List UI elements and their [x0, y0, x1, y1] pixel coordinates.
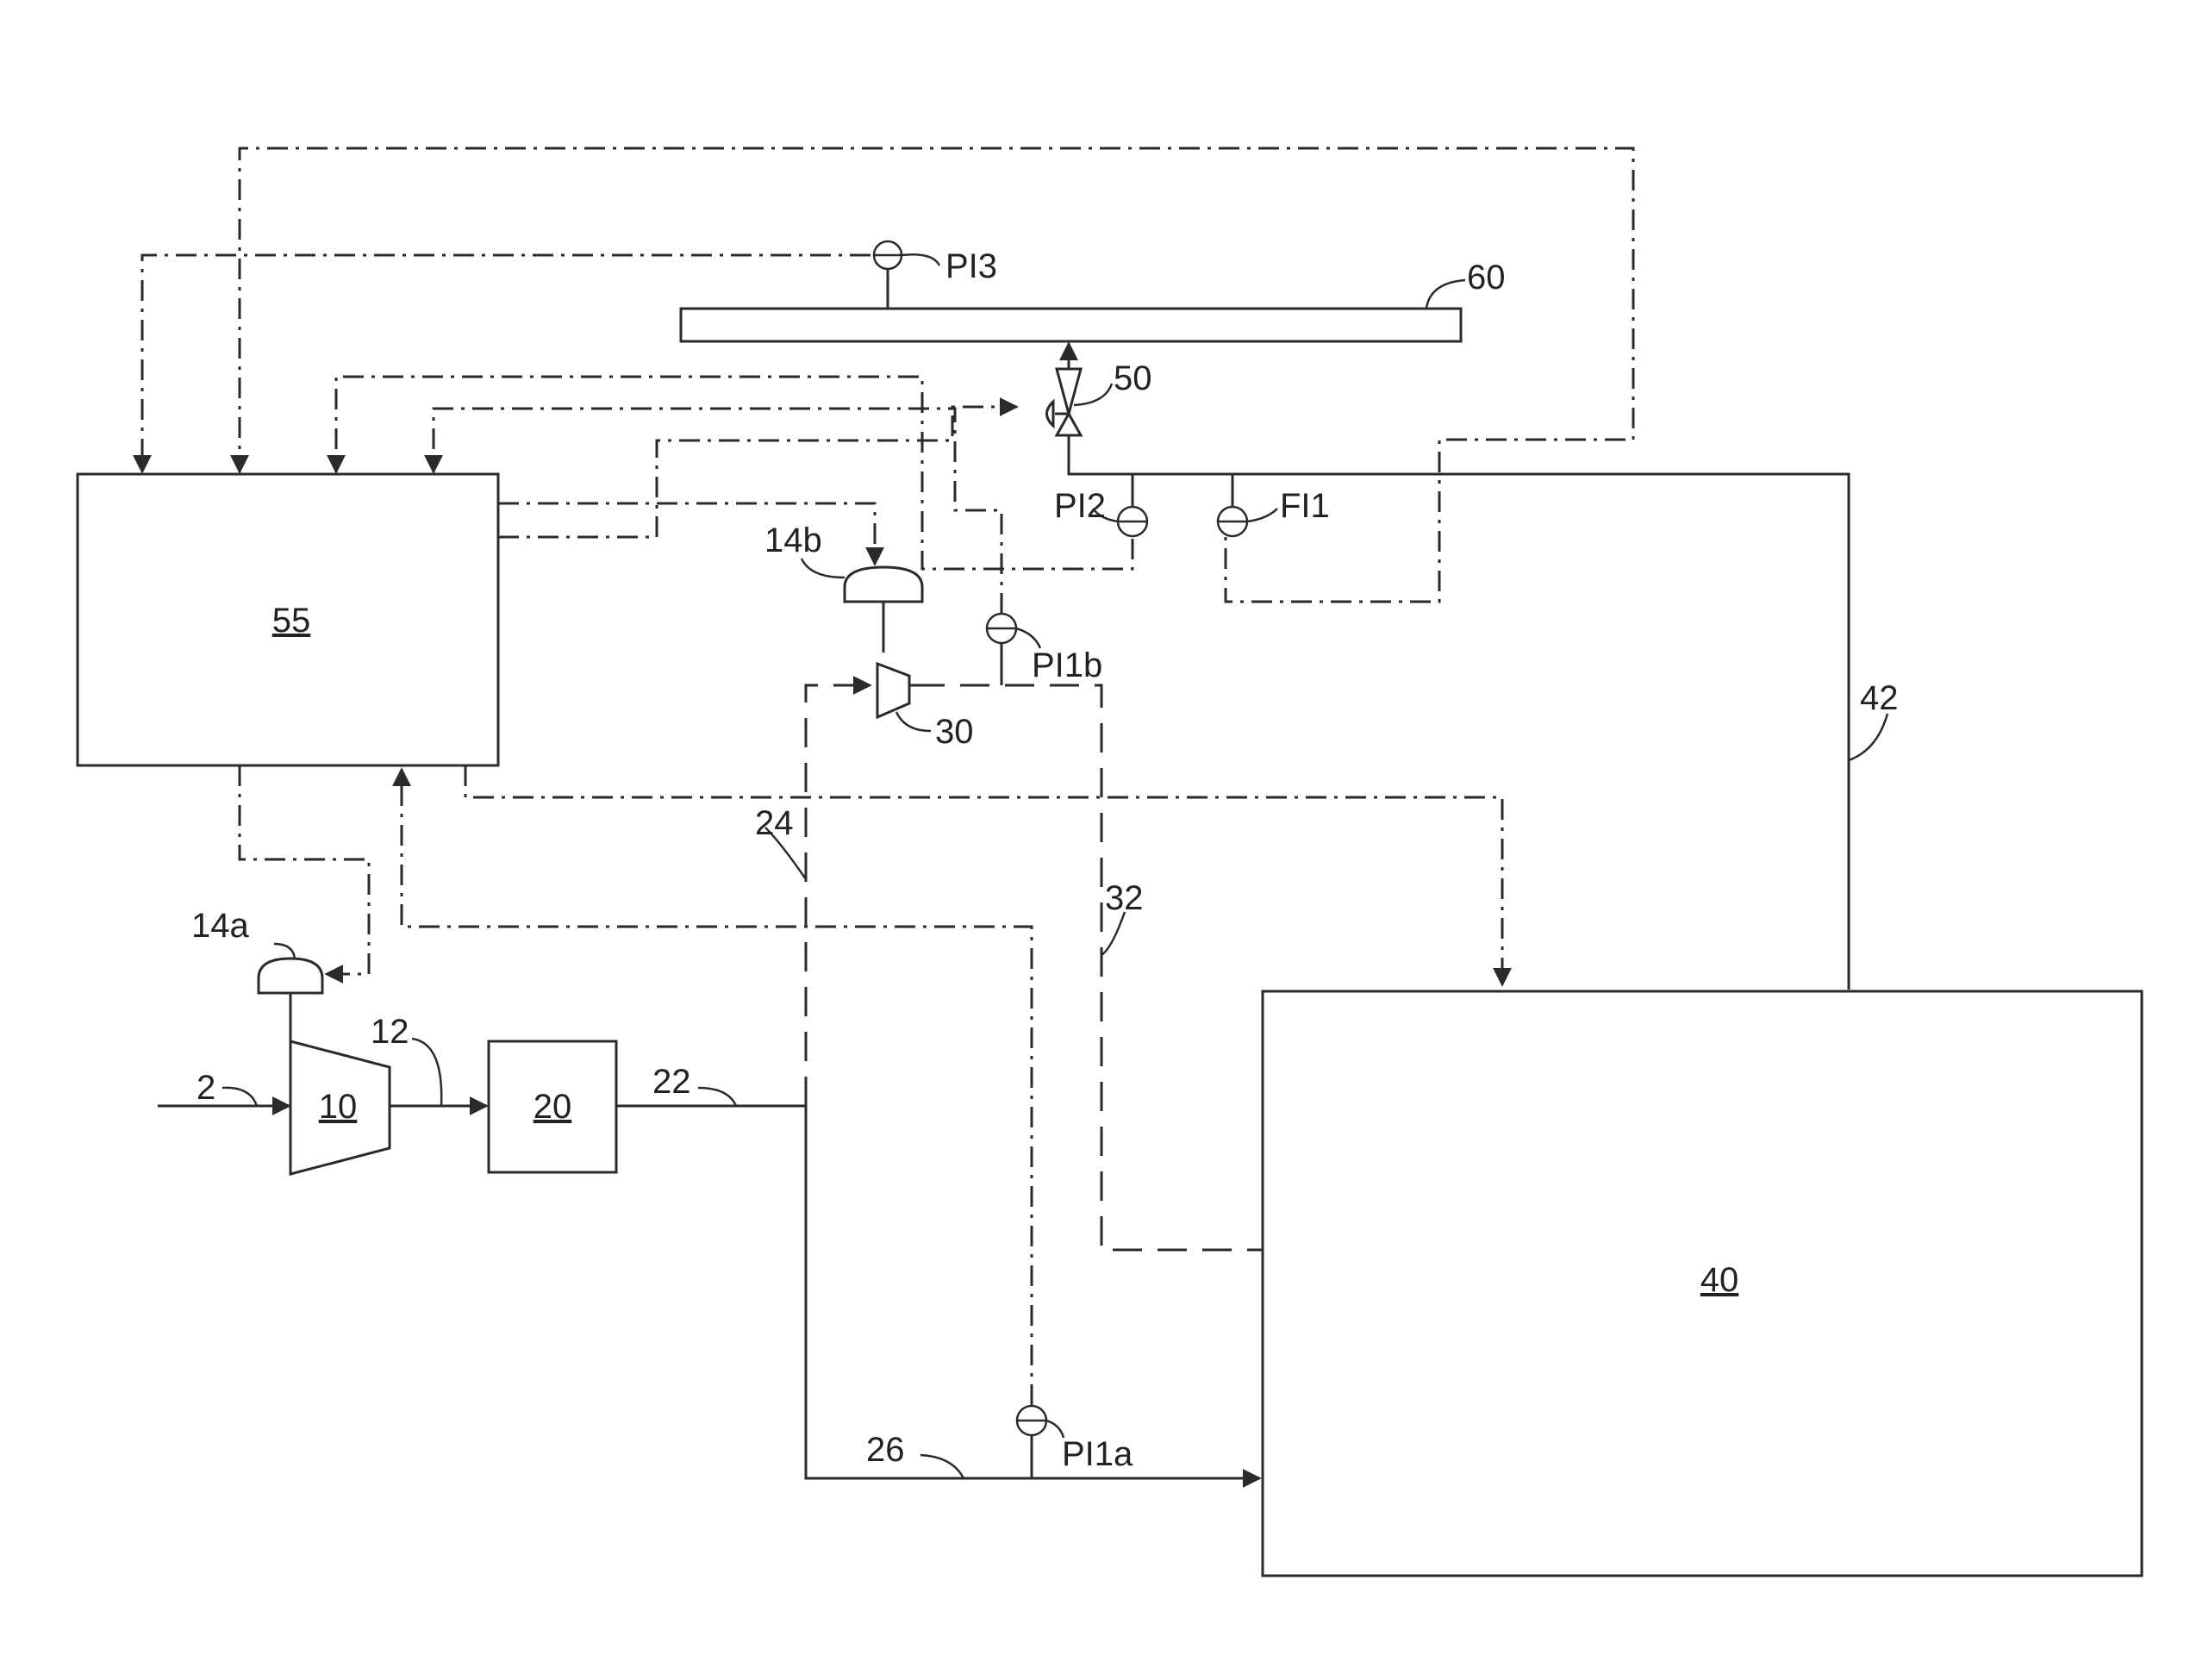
label-12: 12	[371, 1013, 409, 1051]
leader-12	[412, 1039, 441, 1106]
signal-line-controller-to-unit-40	[465, 765, 1502, 985]
leader-14a	[274, 944, 295, 959]
unit-40-label: 40	[1700, 1261, 1739, 1299]
unit-40-box: 40	[1263, 991, 2142, 1576]
leader-pi1a	[1046, 1421, 1064, 1438]
signal-line-controller-to-valve	[498, 407, 1017, 537]
leader-fi1	[1247, 509, 1277, 521]
leader-30	[896, 712, 931, 731]
pi1a-gauge	[1017, 1406, 1046, 1435]
leader-32	[1101, 912, 1125, 955]
controller-box: 55	[78, 474, 498, 765]
leader-26	[920, 1455, 964, 1478]
leader-60	[1426, 280, 1465, 308]
label-50: 50	[1114, 359, 1152, 397]
leader-22	[698, 1088, 736, 1106]
leader-2	[222, 1088, 257, 1106]
label-pi3: PI3	[945, 247, 997, 285]
fi1-gauge	[1218, 507, 1247, 536]
label-pi1a: PI1a	[1062, 1435, 1133, 1473]
label-pi2: PI2	[1054, 487, 1106, 525]
signal-line-controller-to-actuator-a	[240, 765, 369, 974]
leader-14b	[802, 559, 845, 578]
stream-42-line	[1069, 435, 1849, 990]
label-30: 30	[935, 713, 974, 751]
actuator-14b	[845, 567, 922, 602]
manifold-bar	[681, 309, 1461, 341]
label-32: 32	[1105, 879, 1144, 917]
label-14b: 14b	[764, 521, 822, 559]
label-26: 26	[866, 1431, 905, 1469]
label-60: 60	[1467, 259, 1506, 297]
label-pi1b: PI1b	[1032, 646, 1102, 684]
leader-50	[1074, 384, 1112, 405]
label-42: 42	[1860, 679, 1899, 717]
control-valve-50	[1047, 369, 1082, 435]
pi2-gauge	[1118, 507, 1147, 536]
unit-20-box: 20	[489, 1041, 616, 1172]
label-24: 24	[755, 804, 794, 842]
label-fi1: FI1	[1280, 487, 1330, 525]
expander-30	[877, 664, 909, 717]
leader-pi3	[902, 254, 939, 265]
actuator-14a	[259, 959, 322, 993]
leader-pi1b	[1016, 628, 1040, 648]
label-14a: 14a	[191, 907, 249, 945]
compressor-10-label: 10	[319, 1088, 358, 1126]
label-22: 22	[652, 1063, 691, 1101]
pi3-gauge	[874, 241, 902, 269]
leader-42	[1849, 714, 1888, 760]
label-2: 2	[197, 1069, 215, 1107]
stream-24-line	[806, 685, 870, 1106]
stream-32-line	[915, 685, 1263, 1250]
compressor-10: 10	[290, 1041, 390, 1174]
controller-label: 55	[272, 602, 311, 640]
pi1b-gauge	[987, 614, 1016, 643]
unit-20-label: 20	[534, 1088, 572, 1126]
